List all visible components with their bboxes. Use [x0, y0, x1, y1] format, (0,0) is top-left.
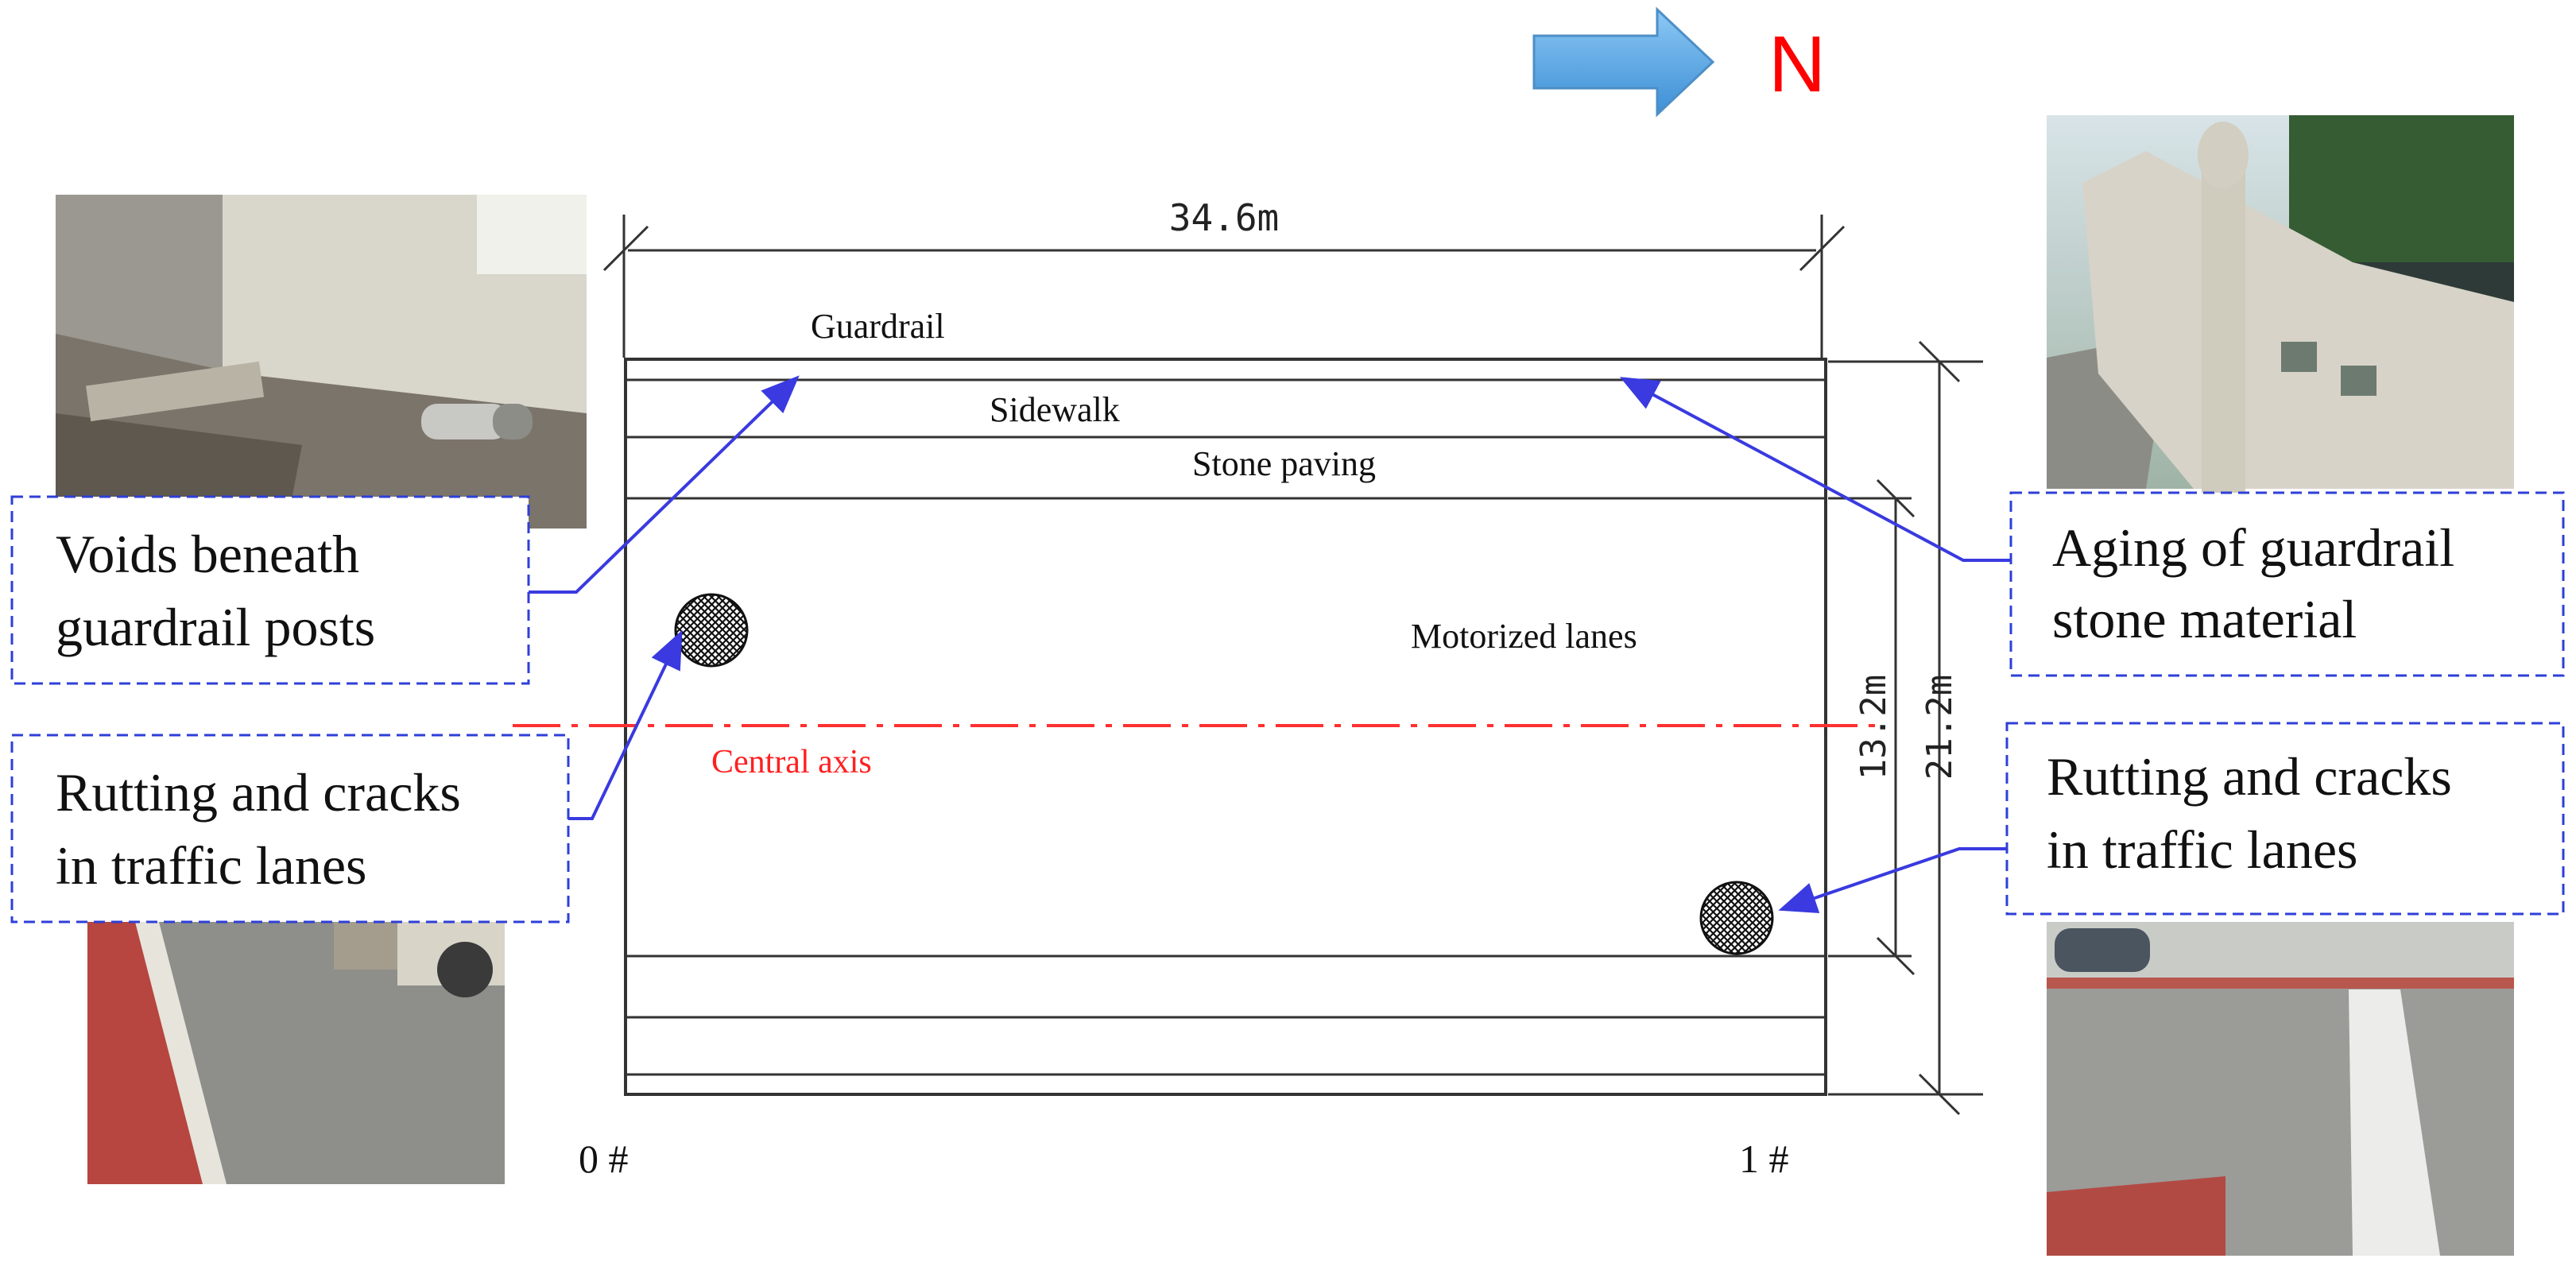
dimension-total-width-label: 21.2m — [1919, 675, 1960, 780]
central-axis-label: Central axis — [711, 744, 872, 780]
photo-bottom-right — [2047, 922, 2514, 1256]
callout-voids-line-2: guardrail posts — [56, 597, 375, 657]
deck-plan — [602, 215, 1983, 1116]
callout-aging-line-1: Aging of guardrail — [2052, 517, 2454, 578]
callout-voids: Voids beneath guardrail posts — [10, 495, 530, 685]
leader-rutting-right — [1778, 847, 2007, 914]
leader-voids — [529, 375, 800, 594]
callout-rutting-left: Rutting and cracks in traffic lanes — [10, 734, 570, 923]
zone-motorized-lanes-label: Motorized lanes — [1411, 617, 1637, 656]
pier-label-right: 1 # — [1739, 1136, 1789, 1181]
photo-top-left — [56, 195, 587, 529]
leader-aging — [1619, 377, 2011, 562]
callout-aging: Aging of guardrail stone material — [2009, 491, 2565, 677]
callout-rutting-left-line-1: Rutting and cracks — [56, 762, 461, 823]
dimension-lanes-width-label: 13.2m — [1854, 675, 1894, 780]
north-arrow-icon — [1532, 6, 1715, 118]
callout-rutting-right-line-2: in traffic lanes — [2047, 819, 2357, 880]
leader-rutting-left — [568, 629, 683, 820]
rutting-marker-left — [674, 593, 749, 668]
zone-stone-paving-label: Stone paving — [1192, 444, 1376, 483]
photo-top-right — [2047, 115, 2514, 493]
photo-bottom-left — [87, 922, 505, 1184]
dimension-length-label: 34.6m — [1169, 196, 1279, 239]
pier-label-left: 0 # — [579, 1136, 629, 1181]
zone-sidewalk-label: Sidewalk — [990, 390, 1120, 429]
callout-rutting-right: Rutting and cracks in traffic lanes — [2005, 722, 2565, 916]
callout-rutting-right-line-1: Rutting and cracks — [2047, 746, 2452, 807]
rutting-marker-right — [1699, 881, 1774, 955]
north-label: N — [1768, 20, 1826, 109]
callout-aging-line-2: stone material — [2052, 589, 2357, 649]
north-compass: N — [1532, 6, 1826, 118]
callout-voids-line-1: Voids beneath — [56, 524, 359, 584]
zone-guardrail-label: Guardrail — [811, 307, 945, 346]
callout-rutting-left-line-2: in traffic lanes — [56, 835, 366, 896]
